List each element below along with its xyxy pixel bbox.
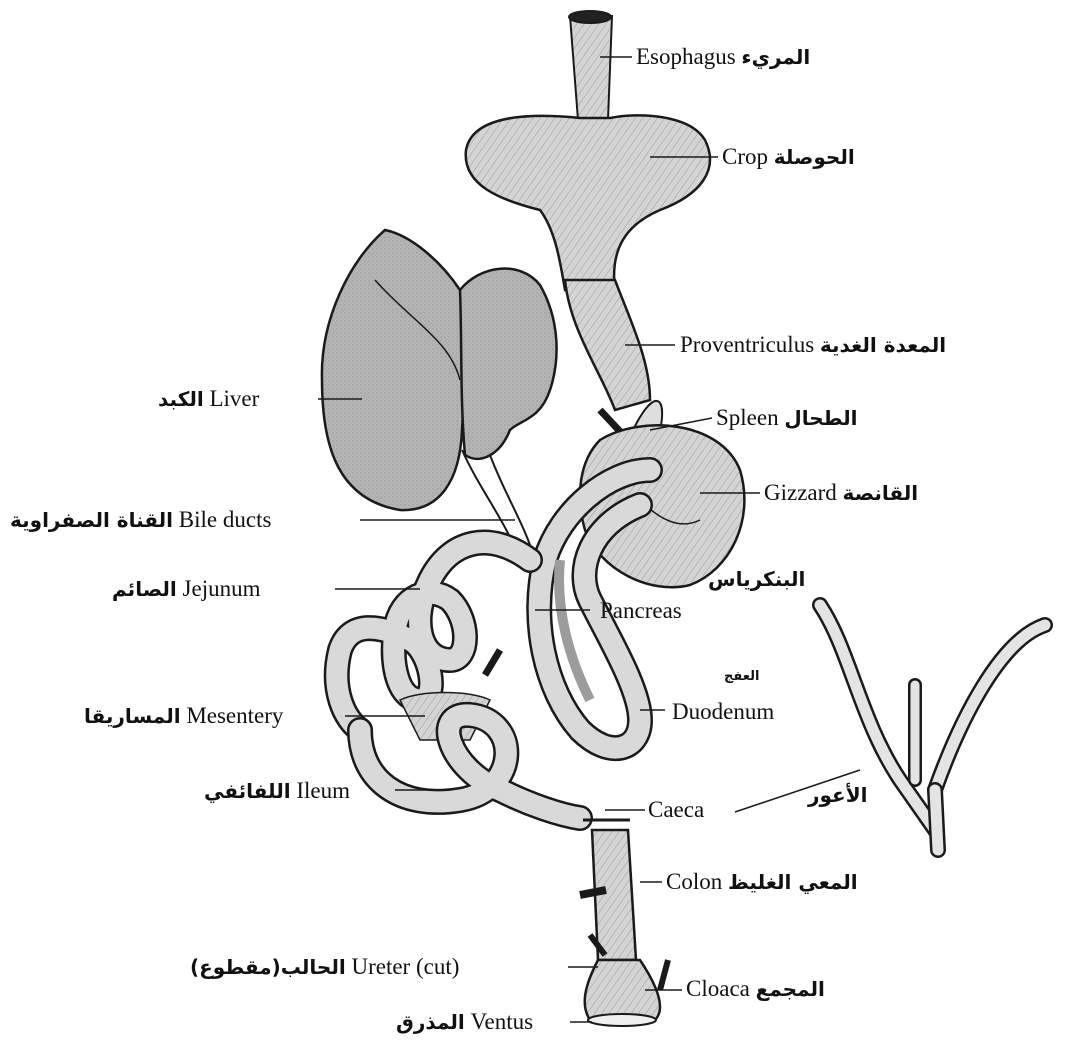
label-ventus-en: Ventus xyxy=(470,1009,533,1034)
label-cloaca-ar: المجمع xyxy=(756,977,825,1001)
caeca-right-arm xyxy=(935,625,1045,790)
label-pancreas-ar: البنكرياس xyxy=(708,566,805,592)
label-crop: Crop الحوصلة xyxy=(722,144,855,170)
crop-shape xyxy=(466,115,710,290)
label-liver-ar: الكبد xyxy=(158,387,204,411)
label-ventus-ar: المذرق xyxy=(396,1010,465,1034)
label-esophagus-ar: المريء xyxy=(741,45,810,69)
label-ureter-en: Ureter (cut) xyxy=(351,954,459,979)
label-proventriculus-en: Proventriculus xyxy=(680,332,814,357)
label-mesentery-en: Mesentery xyxy=(186,703,283,728)
label-colon-ar: المعي الغليظ xyxy=(728,870,858,894)
label-caeca-ar: الأعور xyxy=(808,782,867,808)
label-mesentery-ar: المساريقا xyxy=(84,704,181,728)
esophagus-opening xyxy=(569,11,611,23)
label-spleen-ar: الطحال xyxy=(784,406,857,430)
label-proventriculus: Proventriculus المعدة الغدية xyxy=(680,332,946,358)
label-colon: Colon المعي الغليظ xyxy=(666,869,858,895)
label-ileum-en: Ileum xyxy=(296,778,350,803)
ureter-right xyxy=(660,960,668,990)
label-jejunum: الصائم Jejunum xyxy=(112,576,260,602)
label-spleen-en: Spleen xyxy=(716,405,779,430)
label-bile-ducts-ar: القناة الصفراوية xyxy=(10,508,173,532)
label-ventus: المذرق Ventus xyxy=(396,1009,533,1035)
label-ileum: اللفائفي Ileum xyxy=(204,778,350,804)
label-gizzard-ar: القانصة xyxy=(843,481,919,505)
label-jejunum-en: Jejunum xyxy=(183,576,261,601)
label-gizzard-en: Gizzard xyxy=(764,480,837,505)
label-cloaca: Cloaca المجمع xyxy=(686,976,825,1002)
label-colon-en: Colon xyxy=(666,869,722,894)
esophagus-shape xyxy=(570,16,612,120)
label-spleen: Spleen الطحال xyxy=(716,405,857,431)
label-jejunum-ar: الصائم xyxy=(112,577,177,601)
label-caeca-en: Caeca xyxy=(648,797,704,823)
label-mesentery: المساريقا Mesentery xyxy=(84,703,283,729)
label-liver: الكبد Liver xyxy=(158,386,259,412)
gizzard-shape xyxy=(580,425,744,587)
mesentery-vessel xyxy=(485,650,500,675)
label-esophagus-en: Esophagus xyxy=(636,44,736,69)
label-crop-ar: الحوصلة xyxy=(774,145,855,169)
liver-right-lobe xyxy=(460,269,557,459)
ventus-opening xyxy=(588,1014,656,1026)
label-ureter-ar: الحالب(مقطوع) xyxy=(190,955,346,979)
label-bile-ducts: القناة الصفراوية Bile ducts xyxy=(10,507,271,533)
label-ureter: الحالب(مقطوع) Ureter (cut) xyxy=(190,954,459,980)
label-pancreas-en: Pancreas xyxy=(600,598,682,624)
label-cloaca-en: Cloaca xyxy=(686,976,750,1001)
caeca-stem-inner xyxy=(935,790,938,850)
liver-left-lobe xyxy=(322,230,466,510)
label-duodenum-en: Duodenum xyxy=(672,699,774,725)
label-liver-en: Liver xyxy=(209,386,259,411)
label-proventriculus-ar: المعدة الغدية xyxy=(820,333,946,357)
label-ileum-ar: اللفائفي xyxy=(204,779,291,803)
label-esophagus: Esophagus المريء xyxy=(636,44,810,70)
label-gizzard: Gizzard القانصة xyxy=(764,480,918,506)
label-crop-en: Crop xyxy=(722,144,768,169)
colon-side-vessel xyxy=(580,890,606,895)
label-bile-ducts-en: Bile ducts xyxy=(179,507,272,532)
label-duodenum-ar: العفج xyxy=(724,664,759,690)
